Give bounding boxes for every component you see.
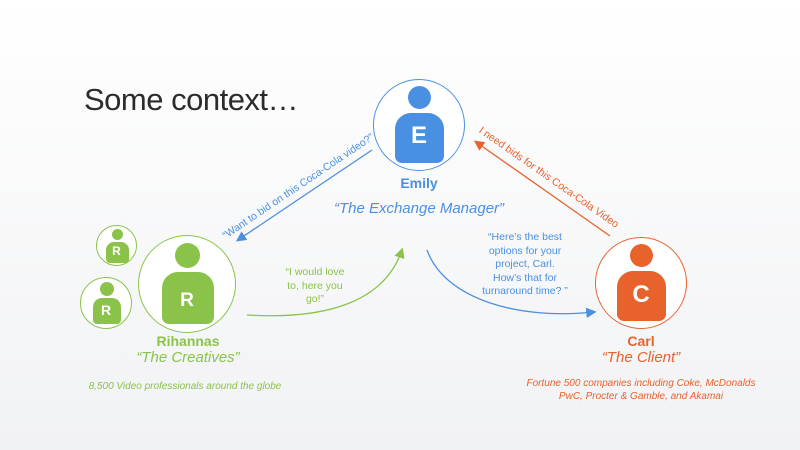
creative-avatar-small-top: R	[96, 225, 137, 266]
creatives-name: Rihannas	[156, 333, 220, 349]
creatives-initial: R	[180, 290, 194, 311]
creative-small-top-initial: R	[112, 244, 121, 258]
manager-initial: E	[410, 122, 427, 149]
creative-small-top-head	[112, 229, 123, 240]
creative-small-top-body	[106, 242, 129, 263]
creative-small-bottom-body	[93, 298, 121, 324]
arrow-client-to-manager	[473, 140, 611, 237]
arrow-manager-to-creatives	[235, 149, 373, 242]
message-manager-to-client: “Here’s the best options for your projec…	[482, 231, 568, 297]
creative-small-bottom-initial: R	[100, 302, 112, 318]
manager-avatar-head	[408, 86, 431, 109]
message-creatives-to-manager: “I would love to, here you go!”	[285, 266, 345, 305]
client-role: “The Client”	[601, 349, 681, 366]
arrow-creatives-to-manager	[246, 247, 405, 317]
creatives-avatar: R	[138, 235, 236, 333]
manager-name: Emily	[400, 175, 438, 191]
creatives-avatar-body	[162, 272, 214, 324]
arrow-manager-to-client	[426, 249, 597, 319]
creatives-role: “The Creatives”	[136, 349, 240, 366]
manager-role: “The Exchange Manager”	[333, 200, 505, 217]
creatives-avatar-head	[175, 243, 200, 268]
message-manager-to-creatives: “Want to bid on this Coca-Cola video?”	[220, 131, 376, 242]
client-initial: C	[632, 281, 650, 308]
slide-title: Some context…	[84, 82, 299, 117]
client-avatar: C	[595, 237, 687, 329]
manager-avatar-body	[395, 113, 444, 163]
client-name: Carl	[627, 333, 655, 349]
creatives-note: 8,500 Video professionals around the glo…	[88, 381, 282, 392]
creative-small-bottom-head	[100, 282, 114, 296]
client-avatar-body	[617, 271, 666, 321]
client-note: Fortune 500 companies including Coke, Mc…	[526, 378, 756, 402]
client-avatar-head	[630, 244, 653, 267]
manager-avatar: E	[373, 79, 465, 171]
creative-avatar-small-bottom: R	[80, 277, 132, 329]
